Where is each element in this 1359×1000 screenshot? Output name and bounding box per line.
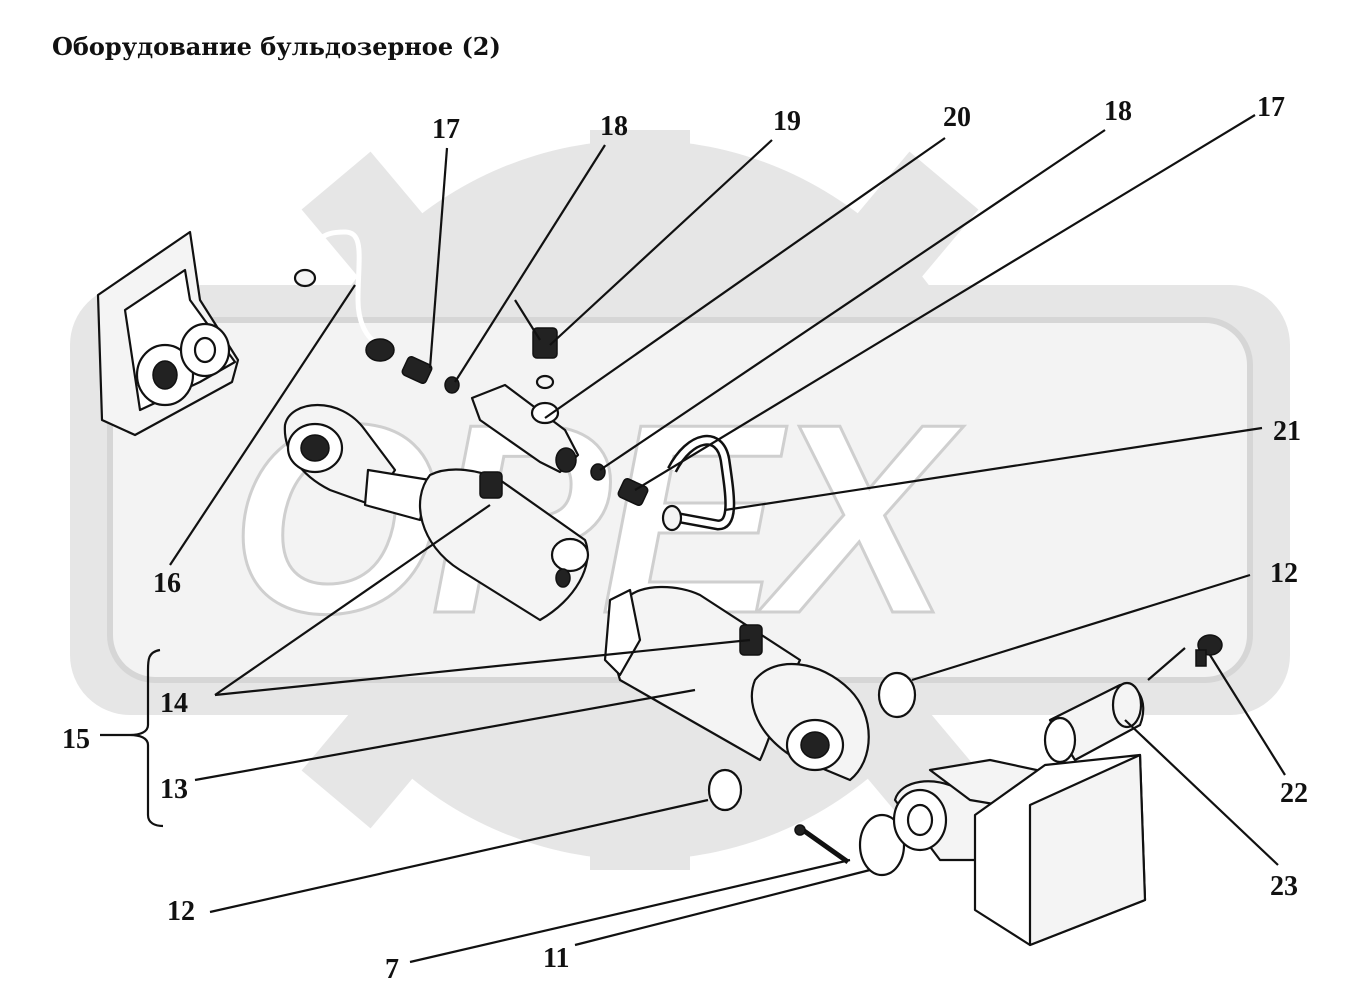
label-12-bottom: 12 [167, 896, 195, 927]
leader-lines [100, 114, 1286, 964]
page-title: Оборудование бульдозерное (2) [52, 32, 501, 61]
cotter-pin-7 [794, 824, 850, 865]
part-labels: 17 18 19 20 18 17 21 16 12 14 15 13 22 2… [62, 92, 1308, 985]
pipe-upper-left [293, 229, 395, 362]
label-11: 11 [543, 943, 569, 974]
pipe-21 [661, 434, 736, 532]
ring-12-left [707, 768, 743, 812]
watermark-text: OPEX [230, 369, 964, 670]
fitting-17-right [617, 478, 649, 506]
hydraulic-cylinder-upper [283, 404, 590, 622]
label-21: 21 [1273, 416, 1301, 447]
washer-18-right [590, 463, 606, 481]
label-15: 15 [62, 724, 90, 755]
label-23: 23 [1270, 871, 1298, 902]
label-16: 16 [153, 568, 181, 599]
label-22: 22 [1280, 778, 1308, 809]
label-20: 20 [943, 102, 971, 133]
label-17-top-left: 17 [432, 114, 460, 145]
valve-block-20 [470, 383, 580, 474]
right-mounting-bracket [892, 753, 1147, 947]
pin-23 [1043, 681, 1145, 764]
ring-12-right [877, 671, 917, 719]
label-19: 19 [773, 106, 801, 137]
fitting-19 [532, 327, 558, 390]
label-12-right: 12 [1270, 558, 1298, 589]
label-7: 7 [385, 954, 399, 985]
label-18-top-right: 18 [1104, 96, 1132, 127]
fitting-17-left [401, 356, 433, 384]
hydraulic-cylinder-lower [603, 585, 870, 782]
label-17-top-right: 17 [1257, 92, 1285, 123]
label-13: 13 [160, 774, 188, 805]
left-mounting-bracket [96, 230, 240, 437]
label-14: 14 [160, 688, 188, 719]
label-18-top-left: 18 [600, 111, 628, 142]
